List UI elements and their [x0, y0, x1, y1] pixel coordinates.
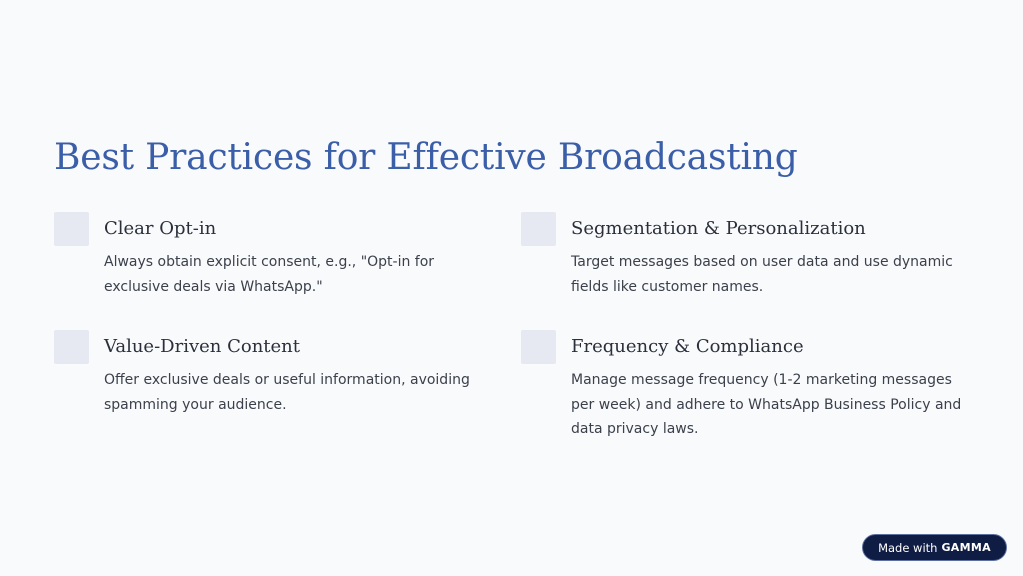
placeholder-square-icon — [54, 212, 89, 246]
placeholder-square-icon — [54, 330, 89, 364]
card-title: Frequency & Compliance — [571, 336, 804, 357]
page-title: Best Practices for Effective Broadcastin… — [54, 137, 798, 178]
placeholder-square-icon — [521, 212, 556, 246]
card-title: Clear Opt-in — [104, 218, 217, 239]
made-with-gamma-badge[interactable]: Made with GAMMA — [862, 534, 1007, 561]
placeholder-square-icon — [521, 330, 556, 364]
card-description: Offer exclusive deals or useful informat… — [104, 372, 470, 413]
card-description: Target messages based on user data and u… — [571, 254, 953, 295]
card-description: Always obtain explicit consent, e.g., "O… — [104, 254, 435, 295]
gamma-logo: GAMMA — [941, 541, 991, 554]
badge-prefix: Made with — [878, 540, 938, 555]
card-description: Manage message frequency (1-2 marketing … — [571, 372, 962, 437]
card-title: Value-Driven Content — [104, 336, 301, 357]
card-title: Segmentation & Personalization — [571, 218, 866, 239]
